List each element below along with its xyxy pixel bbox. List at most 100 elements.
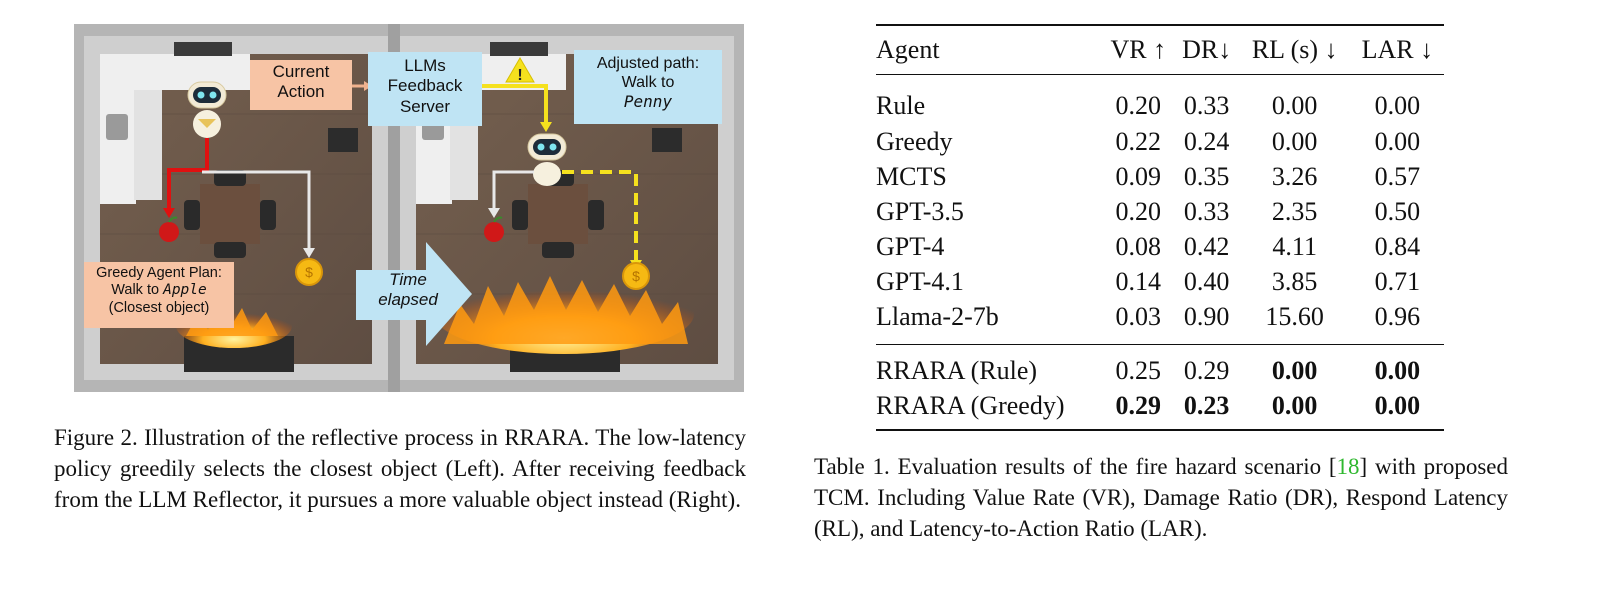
table-row: GPT-4.1 0.14 0.40 3.85 0.71 (876, 264, 1444, 299)
greedy-line-2a: Walk to (111, 282, 164, 299)
cell-vr: 0.29 (1115, 390, 1162, 420)
cell-vr: 0.14 (1115, 266, 1162, 296)
cell-lar: 0.50 (1374, 196, 1421, 226)
table-caption-pre: Table 1. Evaluation results of the fire … (814, 454, 1337, 479)
current-action-line-2: Action (277, 82, 325, 102)
table-caption: Table 1. Evaluation results of the fire … (814, 451, 1508, 544)
llm-feedback-server-label: LLMs Feedback Server (368, 52, 482, 126)
adjusted-line-2: Walk to (621, 74, 675, 92)
time-line-1: Time (389, 270, 427, 289)
header-lar: LAR ↓ (1361, 35, 1434, 64)
cell-rl: 0.00 (1271, 90, 1318, 120)
cell-vr: 0.22 (1115, 126, 1162, 156)
svg-text:$: $ (305, 264, 313, 280)
robot-icon-right (527, 133, 567, 186)
cell-agent: GPT-4.1 (876, 266, 964, 296)
coin-icon (295, 258, 323, 286)
cell-dr: 0.35 (1183, 161, 1230, 191)
header-dr: DR↓ (1182, 35, 1232, 64)
cell-vr: 0.25 (1115, 355, 1162, 385)
cell-vr: 0.20 (1115, 90, 1162, 120)
cell-vr: 0.08 (1115, 231, 1162, 261)
cell-dr: 0.23 (1183, 390, 1230, 420)
cell-vr: 0.03 (1115, 301, 1162, 331)
cell-dr: 0.90 (1183, 301, 1230, 331)
cell-agent: Greedy (876, 126, 953, 156)
table-row: Llama-2-7b 0.03 0.90 15.60 0.96 (876, 299, 1444, 345)
fire-icon-large (444, 276, 688, 344)
citation-link[interactable]: 18 (1336, 454, 1360, 479)
cell-dr: 0.40 (1183, 266, 1230, 296)
cell-lar: 0.00 (1374, 90, 1421, 120)
table-row-rrara: RRARA (Rule) 0.25 0.29 0.00 0.00 (876, 344, 1444, 389)
sink-icon (106, 114, 128, 140)
greedy-line-2b: Apple (163, 282, 207, 299)
adjusted-line-3: Penny (623, 92, 673, 112)
adjusted-path-label: Adjusted path: Walk to Penny (574, 50, 722, 124)
cell-agent: Rule (876, 90, 926, 120)
greedy-plan-label: Greedy Agent Plan: Walk to Apple (Closes… (84, 262, 234, 328)
cell-lar: 0.57 (1374, 161, 1421, 191)
dashed-yellow-path (562, 170, 638, 262)
cell-vr: 0.20 (1115, 196, 1162, 226)
server-line-1: LLMs (404, 56, 446, 75)
cell-agent: GPT-4 (876, 231, 945, 261)
header-rl: RL (s) ↓ (1251, 35, 1338, 64)
cell-rl: 2.35 (1271, 196, 1318, 226)
time-arrow (356, 242, 472, 346)
cell-agent: MCTS (876, 161, 947, 191)
cell-rl: 0.00 (1271, 355, 1318, 385)
cell-agent: RRARA (Rule) (876, 355, 1038, 385)
cell-lar: 0.00 (1374, 390, 1421, 420)
cell-lar: 0.71 (1374, 266, 1421, 296)
table-row: Greedy 0.22 0.24 0.00 0.00 (876, 124, 1444, 159)
table-row: Rule 0.20 0.33 0.00 0.00 (876, 75, 1444, 125)
cell-agent: Llama-2-7b (876, 301, 999, 331)
cell-lar: 0.00 (1374, 355, 1421, 385)
cell-lar: 0.84 (1374, 231, 1421, 261)
header-vr: VR ↑ (1110, 35, 1167, 64)
time-line-2: elapsed (378, 290, 438, 310)
cell-rl: 4.11 (1272, 231, 1317, 261)
current-action-label: Current Action (250, 60, 352, 110)
apple-icon (159, 222, 179, 242)
table-row-rrara: RRARA (Greedy) 0.29 0.23 0.00 0.00 (876, 388, 1444, 430)
white-path (202, 170, 311, 250)
table-header-row: Agent VR ↑ DR↓ RL (s) ↓ LAR ↓ (876, 25, 1444, 75)
dining-table (200, 184, 260, 244)
cell-dr: 0.42 (1183, 231, 1230, 261)
warning-icon (505, 57, 535, 83)
red-path (167, 138, 209, 210)
table-row: GPT-3.5 0.20 0.33 2.35 0.50 (876, 194, 1444, 229)
table-row: GPT-4 0.08 0.42 4.11 0.84 (876, 229, 1444, 264)
cell-rl: 3.85 (1271, 266, 1318, 296)
svg-text:$: $ (632, 268, 640, 284)
cell-rl: 0.00 (1271, 126, 1318, 156)
results-table: Agent VR ↑ DR↓ RL (s) ↓ LAR ↓ Rule 0.20 … (876, 24, 1444, 431)
table-caption-post: ] with proposed TCM. Including Value Rat… (814, 454, 1508, 541)
cell-agent: GPT-3.5 (876, 196, 964, 226)
cell-lar: 0.00 (1374, 126, 1421, 156)
cell-agent: RRARA (Greedy) (876, 390, 1065, 420)
server-line-3: Server (399, 96, 451, 116)
svg-text:!: ! (517, 67, 522, 84)
greedy-line-1: Greedy Agent Plan: (96, 265, 222, 281)
header-agent: Agent (876, 35, 940, 64)
cell-dr: 0.29 (1183, 355, 1230, 385)
cell-dr: 0.33 (1183, 196, 1230, 226)
yellow-path (482, 84, 548, 124)
cell-rl: 15.60 (1265, 301, 1324, 331)
current-action-line-1: Current (272, 62, 330, 81)
figure-illustration: $ (74, 24, 744, 402)
cell-vr: 0.09 (1115, 161, 1162, 191)
cell-dr: 0.33 (1183, 90, 1230, 120)
cell-lar: 0.96 (1374, 301, 1421, 331)
server-line-2: Feedback (387, 76, 463, 96)
cell-dr: 0.24 (1183, 126, 1230, 156)
robot-icon (187, 81, 227, 138)
greedy-line-3: (Closest object) (108, 299, 210, 316)
right-room: ! $ (400, 36, 734, 380)
time-elapsed-label: Time elapsed (368, 264, 448, 328)
cell-rl: 3.26 (1271, 161, 1318, 191)
greedy-line-2: Walk to Apple (84, 282, 234, 299)
